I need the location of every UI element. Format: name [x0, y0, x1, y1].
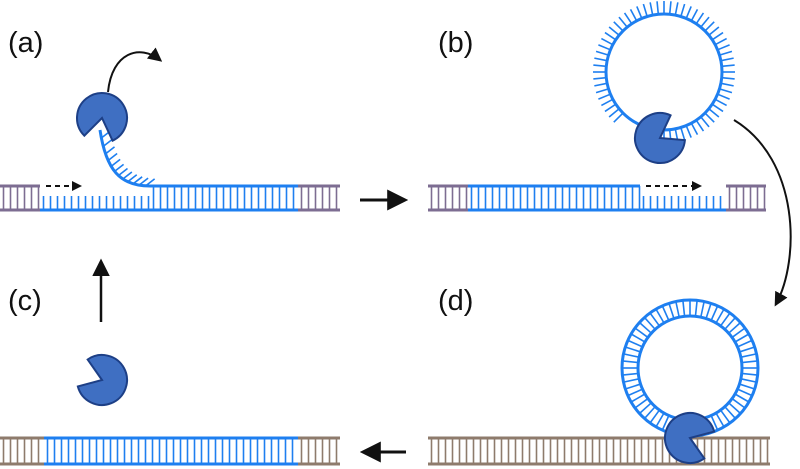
enzyme-icon [634, 112, 686, 164]
dna-strand-a [0, 184, 340, 212]
dna-strand-c [428, 436, 770, 466]
panel-label-b: (b) [438, 27, 473, 59]
panel-b [428, 1, 766, 212]
enzyme-icon [664, 412, 716, 464]
curved-arrow-a [107, 47, 163, 93]
displaced-strand-a [98, 129, 156, 188]
enzyme-icon [76, 354, 128, 406]
panel-d [0, 354, 340, 466]
arrow-b-to-c [733, 119, 792, 307]
enzyme-icon [76, 92, 128, 142]
dna-strand-d [0, 436, 340, 466]
panel-a [0, 47, 340, 212]
panel-label-a: (a) [8, 27, 43, 59]
dna-strand-b [428, 184, 766, 212]
panel-label-d: (c) [8, 285, 42, 317]
panel-c [428, 298, 770, 466]
panel-label-c: (d) [438, 285, 473, 317]
